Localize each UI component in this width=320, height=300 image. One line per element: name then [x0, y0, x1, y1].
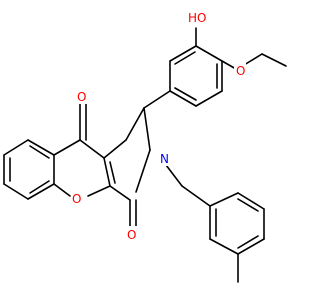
bond	[27, 139, 55, 156]
atom-label-o-ring: O	[72, 192, 81, 206]
bond-lines	[3, 27, 287, 283]
atom-label-n: N	[160, 152, 169, 166]
bond	[143, 107, 151, 151]
bond	[169, 45, 197, 62]
bond	[143, 90, 171, 109]
bond	[3, 139, 29, 156]
atom-label-o-ketone: O	[77, 90, 86, 104]
bond	[195, 45, 223, 62]
bond	[135, 149, 151, 193]
aromatic-bond	[237, 198, 259, 212]
bond	[237, 192, 265, 210]
atom-labels: HO O O N O O	[71, 8, 246, 242]
bond	[125, 107, 145, 141]
bond	[181, 185, 211, 207]
bond	[209, 238, 239, 255]
molecule-diagram: HO O O N O O	[3, 8, 287, 283]
bond	[53, 183, 71, 197]
double-bond	[109, 161, 116, 184]
label-bg	[234, 62, 246, 76]
atom-label-ho: HO	[188, 11, 206, 25]
atom-label-o-lactam: O	[127, 228, 136, 242]
aromatic-bond	[29, 145, 50, 159]
aromatic-bond	[174, 51, 196, 65]
label-bg	[71, 190, 85, 206]
label-bg	[76, 88, 89, 104]
aromatic-bond	[29, 180, 50, 194]
atom-label-o-ether: O	[236, 64, 245, 78]
aromatic-bond	[237, 235, 259, 249]
bond	[27, 183, 55, 200]
bond	[237, 238, 265, 255]
bond	[87, 185, 111, 197]
bond	[243, 53, 263, 66]
label-bg	[159, 150, 173, 166]
bond	[221, 60, 237, 70]
bond	[3, 183, 29, 200]
bond	[79, 139, 105, 159]
bond	[165, 164, 183, 187]
bond	[209, 192, 239, 207]
aromatic-bond	[174, 87, 197, 101]
bond	[103, 157, 111, 187]
bond	[109, 185, 131, 201]
bond	[261, 53, 287, 67]
bond	[169, 90, 197, 107]
bond	[53, 139, 81, 156]
bond	[103, 139, 127, 159]
bond	[195, 90, 223, 107]
label-bg	[126, 226, 140, 242]
label-bg	[186, 8, 210, 24]
